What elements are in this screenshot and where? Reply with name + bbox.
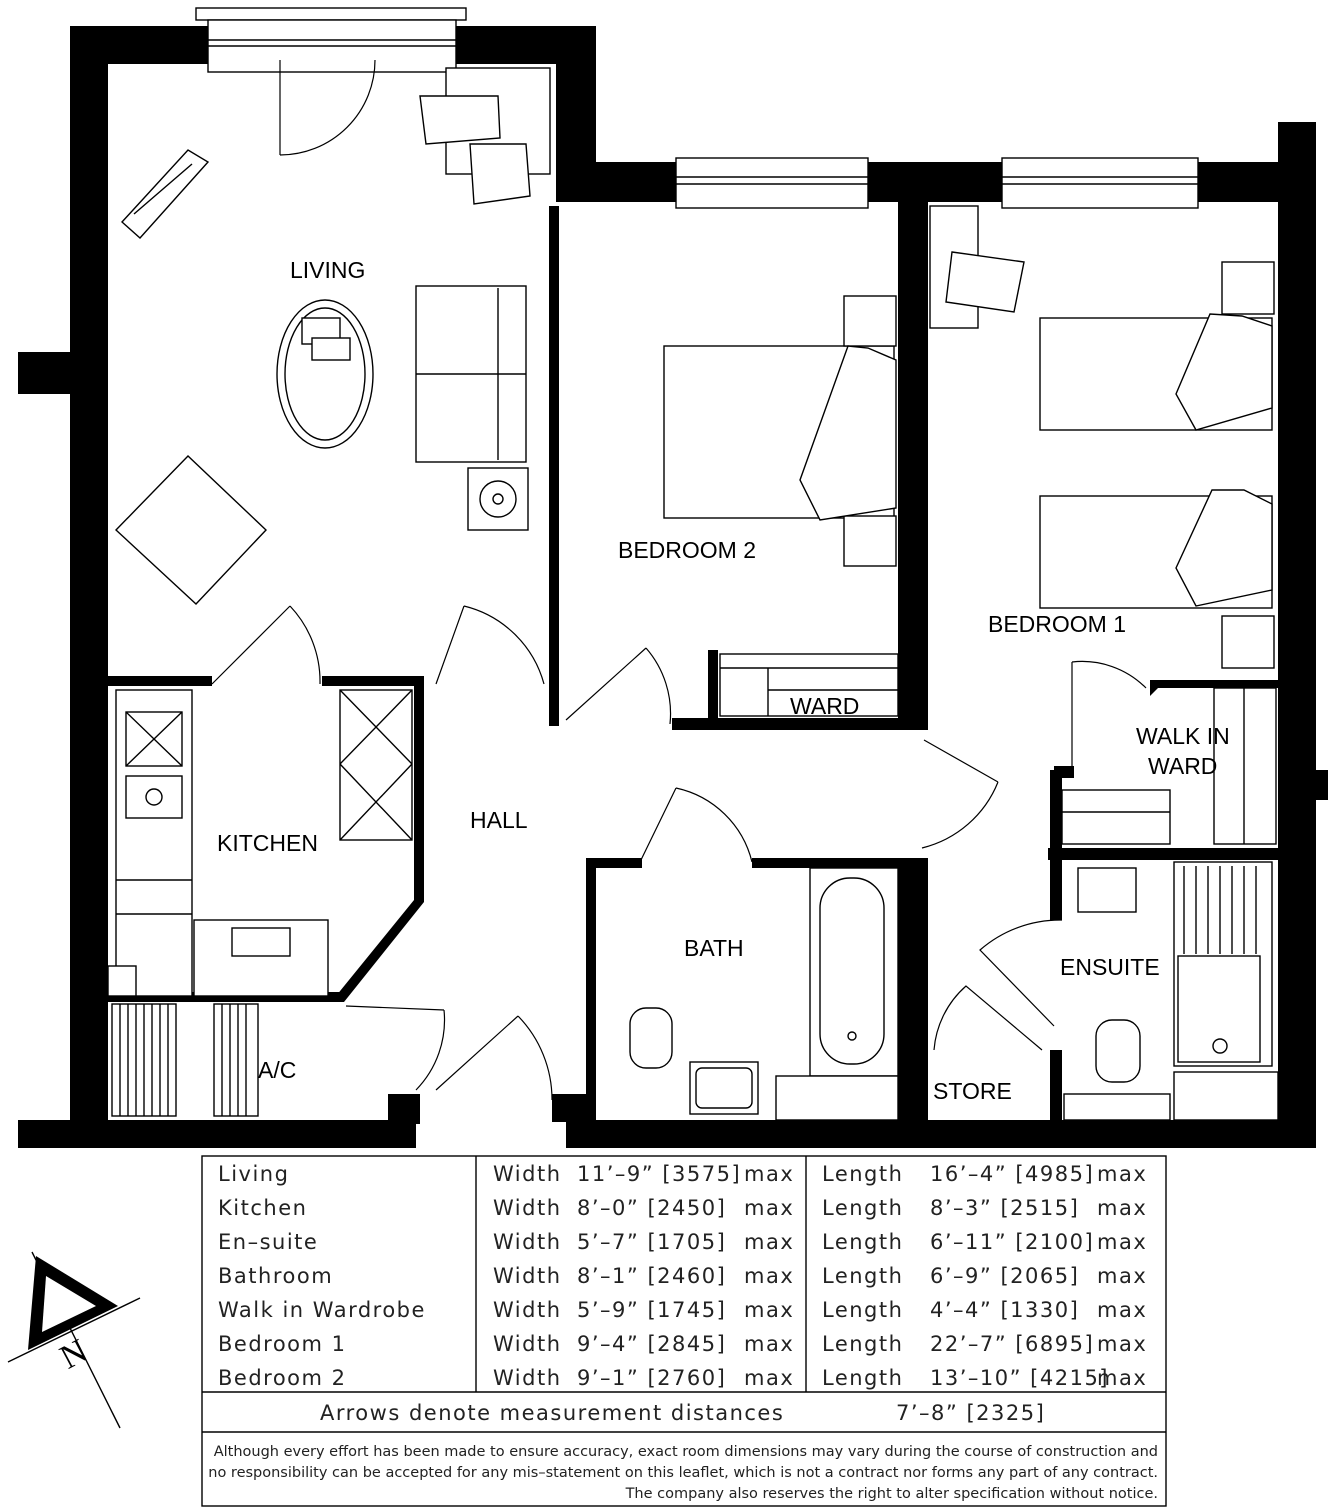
dimension-length: 22’–7” [6895] bbox=[930, 1332, 1094, 1356]
dimension-length-max: max bbox=[1097, 1162, 1147, 1186]
disclaimer-line-1: Although every effort has been made to e… bbox=[214, 1444, 1158, 1460]
dimension-length: 4’–4” [1330] bbox=[930, 1298, 1079, 1322]
dimension-length-max: max bbox=[1097, 1264, 1147, 1288]
dimension-width-label: Width bbox=[493, 1196, 562, 1220]
room-label-walk-in-ward: WARD bbox=[1148, 753, 1217, 779]
dimension-width-max: max bbox=[744, 1196, 794, 1220]
dimension-length: 6’–11” [2100] bbox=[930, 1230, 1094, 1254]
furniture bbox=[107, 67, 1279, 1121]
dimension-width-max: max bbox=[744, 1366, 794, 1390]
room-label-ac: A/C bbox=[258, 1057, 296, 1083]
doors bbox=[211, 59, 1147, 1101]
dimension-width: 9’–4” [2845] bbox=[577, 1332, 726, 1356]
dimension-width-label: Width bbox=[493, 1264, 562, 1288]
dimension-room: Living bbox=[218, 1162, 289, 1186]
dimension-length-label: Length bbox=[822, 1366, 903, 1390]
walls bbox=[18, 26, 1328, 1148]
north-compass: N bbox=[7, 1251, 141, 1429]
dimension-length-label: Length bbox=[822, 1230, 903, 1254]
dimension-length: 16’–4” [4985] bbox=[930, 1162, 1094, 1186]
disclaimer-line-3: The company also reserves the right to a… bbox=[625, 1486, 1158, 1502]
dimension-width-max: max bbox=[744, 1264, 794, 1288]
room-label-ward: WARD bbox=[790, 693, 859, 719]
dimension-width: 5’–7” [1705] bbox=[577, 1230, 726, 1254]
dimension-length-label: Length bbox=[822, 1298, 903, 1322]
dimension-width: 9’–1” [2760] bbox=[577, 1366, 726, 1390]
dimension-length-label: Length bbox=[822, 1162, 903, 1186]
dimension-width: 8’–0” [2450] bbox=[577, 1196, 726, 1220]
dimension-length-max: max bbox=[1097, 1196, 1147, 1220]
dimension-width-label: Width bbox=[493, 1332, 562, 1356]
disclaimer-line-2: no responsibility can be accepted for an… bbox=[208, 1465, 1158, 1481]
dimension-width-label: Width bbox=[493, 1366, 562, 1390]
dimension-length-label: Length bbox=[822, 1196, 903, 1220]
dimension-length-max: max bbox=[1097, 1230, 1147, 1254]
dimension-room: Bathroom bbox=[218, 1264, 333, 1288]
dimension-width-max: max bbox=[744, 1332, 794, 1356]
dimension-room: En–suite bbox=[218, 1230, 318, 1254]
dimension-length: 6’–9” [2065] bbox=[930, 1264, 1079, 1288]
dimension-width: 8’–1” [2460] bbox=[577, 1264, 726, 1288]
room-label-living: LIVING bbox=[290, 257, 365, 283]
room-labels: LIVING BEDROOM 2 BEDROOM 1 WARD WALK IN … bbox=[217, 257, 1230, 1104]
dimension-width-max: max bbox=[744, 1230, 794, 1254]
dimension-room: Bedroom 1 bbox=[218, 1332, 347, 1356]
dimension-length-max: max bbox=[1097, 1332, 1147, 1356]
room-label-store: STORE bbox=[933, 1078, 1012, 1104]
dimension-length-max: max bbox=[1097, 1298, 1147, 1322]
dimension-width-max: max bbox=[744, 1298, 794, 1322]
room-label-kitchen: KITCHEN bbox=[217, 830, 318, 856]
windows bbox=[195, 7, 1199, 209]
arrows-value: 7’–8” [2325] bbox=[896, 1401, 1045, 1425]
dimension-length: 8’–3” [2515] bbox=[930, 1196, 1079, 1220]
room-label-walk-in: WALK IN bbox=[1136, 723, 1230, 749]
dimension-width-label: Width bbox=[493, 1298, 562, 1322]
dimension-width: 5’–9” [1745] bbox=[577, 1298, 726, 1322]
dimension-width: 11’–9” [3575] bbox=[577, 1162, 741, 1186]
room-label-hall: HALL bbox=[470, 807, 528, 833]
arrows-note: Arrows denote measurement distances bbox=[320, 1401, 784, 1425]
room-label-bedroom-2: BEDROOM 2 bbox=[618, 537, 756, 563]
room-label-ensuite: ENSUITE bbox=[1060, 954, 1160, 980]
room-label-bath: BATH bbox=[684, 935, 744, 961]
dimension-room: Kitchen bbox=[218, 1196, 307, 1220]
north-label: N bbox=[54, 1332, 93, 1376]
dimension-room: Walk in Wardrobe bbox=[218, 1298, 426, 1322]
dimension-length-max: max bbox=[1097, 1366, 1147, 1390]
dimension-width-label: Width bbox=[493, 1230, 562, 1254]
dimension-room: Bedroom 2 bbox=[218, 1366, 347, 1390]
room-label-bedroom-1: BEDROOM 1 bbox=[988, 611, 1126, 637]
dimension-length-label: Length bbox=[822, 1332, 903, 1356]
dimension-width-label: Width bbox=[493, 1162, 562, 1186]
dimension-length-label: Length bbox=[822, 1264, 903, 1288]
dimension-width-max: max bbox=[744, 1162, 794, 1186]
dimension-length: 13’–10” [4215] bbox=[930, 1366, 1109, 1390]
